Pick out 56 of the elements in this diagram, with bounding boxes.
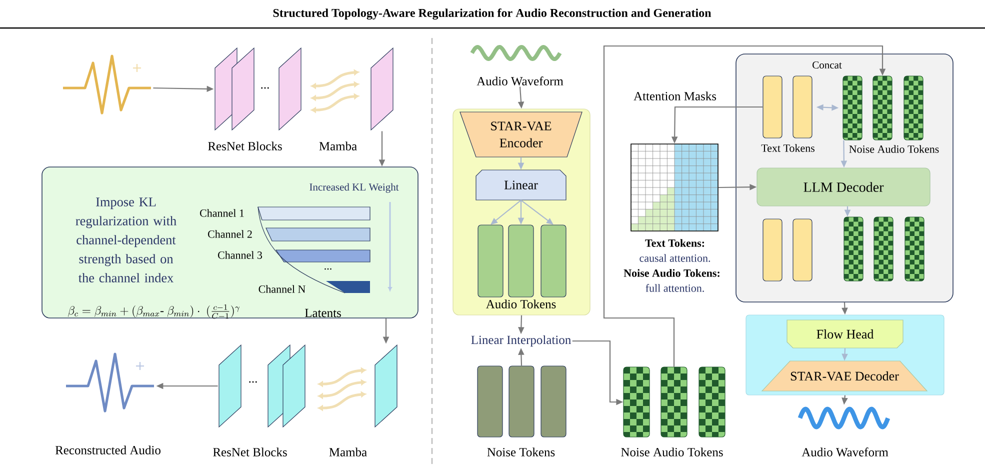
text-token <box>792 76 812 138</box>
waveform-label: Reconstructed Audio <box>55 446 160 454</box>
heading: Concat <box>812 61 842 69</box>
text-token <box>762 76 782 138</box>
linear-block: Linear <box>476 170 566 200</box>
decoder-block: LLM Decoder <box>756 168 930 206</box>
audio-token <box>508 224 534 298</box>
block-label: Mamba <box>319 142 357 150</box>
noise-audio-token <box>844 216 864 282</box>
audio-token <box>540 224 566 298</box>
noise-audio-token <box>842 76 862 140</box>
legend-text: full attention. <box>646 284 704 292</box>
text-token <box>792 218 812 282</box>
caption: Noise Tokens <box>487 448 555 456</box>
channel-label: Channel 3 <box>218 251 262 259</box>
encoder-trapezoid: STAR-VAE Encoder <box>460 112 582 158</box>
legend-text: causal attention. <box>640 254 710 262</box>
step-label: Linear Interpolation <box>471 335 571 347</box>
caption: Text Tokens <box>761 144 814 152</box>
axis-title: Increased KL Weight <box>310 183 399 193</box>
channel-label: Channel 2 <box>208 230 252 238</box>
channel-label: Channel N <box>258 285 306 293</box>
tokens-label: Audio Tokens <box>486 300 556 308</box>
caption: Noise Audio Tokens <box>621 448 723 456</box>
heading: Attention Masks <box>634 92 716 100</box>
noise-audio-token <box>904 216 924 282</box>
description: Impose KL regularization with channel-dependent strength based on the channel index <box>76 198 176 282</box>
arrow <box>603 45 886 367</box>
flow-head-block: Flow Head <box>786 320 904 348</box>
picture <box>63 54 151 114</box>
noise-token <box>540 366 566 438</box>
noise-audio-token <box>872 76 892 140</box>
ellipsis: ... <box>324 268 332 270</box>
caption: Noise Audio Tokens <box>849 145 939 153</box>
noise-token <box>508 366 534 438</box>
block-label: Mamba <box>329 448 367 456</box>
latents-label: Latents <box>304 308 341 318</box>
noise-audio-token <box>660 366 688 438</box>
noise-audio-token <box>904 76 924 140</box>
noise-token <box>477 366 503 438</box>
block-label: ResNet Blocks <box>208 142 282 150</box>
audio-token <box>478 224 504 298</box>
formula: $\beta_c = \beta_{min} + (\beta_{max}\text{-}\ \beta_{min}) \cdot\ (\frac{c-1}{C-1})^{\gamma}$ <box>68 304 240 319</box>
title: Structured Topology-Aware Regularization for Audio Reconstruction and Generation <box>273 8 712 20</box>
waveform-label: Audio Waveform <box>802 448 888 456</box>
waveform-label: Audio Waveform <box>476 76 564 86</box>
block-label: ResNet Blocks <box>213 448 287 456</box>
channel-label: Channel 1 <box>200 209 244 217</box>
text-token <box>762 218 782 282</box>
legend-heading: Noise Audio Tokens: <box>624 269 720 277</box>
regularization-panel <box>42 166 418 318</box>
noise-audio-token <box>698 366 726 438</box>
ellipsis: ... <box>249 381 257 383</box>
noise-audio-token <box>623 366 650 438</box>
ellipsis: ... <box>261 87 269 89</box>
noise-audio-token <box>874 216 894 282</box>
